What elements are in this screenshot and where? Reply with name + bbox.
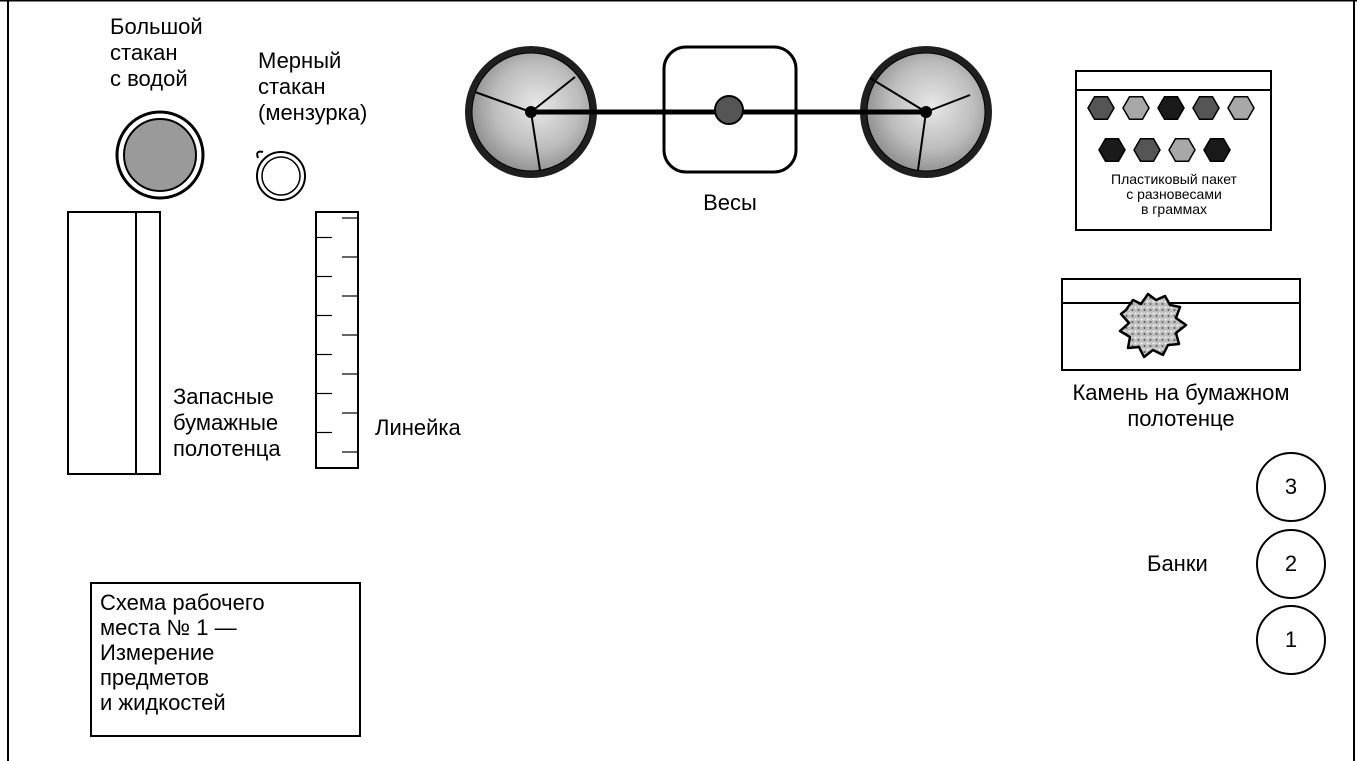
stone-icon (1118, 292, 1188, 359)
hexagon-weight-icon (1098, 137, 1126, 163)
caption-text: Схема рабочего места № 1 — Измерение пре… (100, 590, 265, 715)
hexagon-weight-icon (1157, 95, 1185, 121)
weights-bag-icon (1075, 70, 1272, 231)
weights-bag-label: Пластиковый пакет с разновесами в грамма… (1111, 171, 1237, 217)
beaker-icon (256, 150, 306, 201)
jar-3-icon (1256, 452, 1326, 522)
stone-label: Камень на бумажном полотенце (1072, 380, 1290, 431)
hexagon-weight-icon (1087, 95, 1115, 121)
jar-1-icon (1256, 605, 1326, 675)
measuring-cup-label: Мерный стакан (мензурка) (258, 48, 368, 125)
hexagon-weight-icon (1203, 137, 1231, 163)
ruler-icon (315, 211, 359, 469)
hexagon-weight-icon (1192, 95, 1220, 121)
big-glass-label: Большой стакан с водой (110, 14, 203, 91)
jar-number-3: 3 (1284, 474, 1298, 499)
caption-box: Схема рабочего места № 1 — Измерение пре… (90, 582, 361, 737)
glass-icon (115, 110, 205, 200)
hexagon-weight-icon (1227, 95, 1255, 121)
paper-towels-icon (67, 211, 161, 475)
jars-group (1256, 452, 1326, 675)
scales-label: Весы (703, 190, 757, 215)
hexagon-weight-icon (1168, 137, 1196, 163)
hexagon-weight-icon (1122, 95, 1150, 121)
stone-tray-icon (1061, 278, 1301, 371)
scale-icon (465, 45, 992, 178)
hexagon-weight-icon (1133, 137, 1161, 163)
jars-label: Банки (1147, 551, 1208, 576)
paper-towels-label: Запасные бумажные полотенца (173, 384, 281, 461)
jar-2-icon (1256, 529, 1326, 599)
jar-number-1: 1 (1284, 627, 1298, 652)
ruler-label: Линейка (375, 415, 461, 440)
jar-number-2: 2 (1284, 551, 1298, 576)
